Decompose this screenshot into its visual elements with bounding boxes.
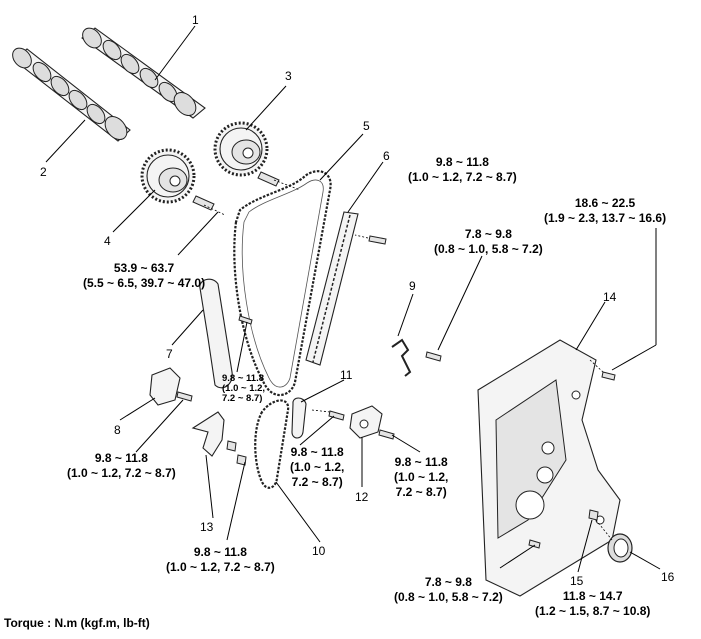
torque-value: 9.8 ~ 11.8 bbox=[435, 155, 489, 169]
torque-tensioner-arm-bolt: 9.8 ~ 11.8 (1.0 ~ 1.2, 7.2 ~ 8.7) bbox=[408, 155, 517, 185]
torque-sprocket-bolt: 53.9 ~ 63.7 (5.5 ~ 6.5, 39.7 ~ 47.0) bbox=[83, 261, 205, 291]
torque-value: 7.8 ~ 9.8 bbox=[464, 227, 512, 241]
torque-value: 7.8 ~ 9.8 bbox=[424, 575, 472, 589]
timing-chain bbox=[233, 170, 332, 397]
intake-camshaft bbox=[12, 47, 131, 142]
callout-9: 9 bbox=[409, 279, 416, 293]
torque-conversion: (1.0 ~ 1.2, 7.2 ~ 8.7) bbox=[408, 170, 517, 184]
torque-lower-guide-bolt: 9.8 ~ 11.8 (1.0 ~ 1.2, 7.2 ~ 8.7) bbox=[166, 545, 275, 575]
callout-1: 1 bbox=[192, 13, 199, 27]
exhaust-cvvt-sprocket bbox=[213, 121, 269, 177]
torque-conversion: (5.5 ~ 6.5, 39.7 ~ 47.0) bbox=[83, 276, 206, 290]
torque-cover-bolt-upper: 18.6 ~ 22.5 (1.9 ~ 2.3, 13.7 ~ 16.6) bbox=[544, 196, 666, 226]
intake-cvvt-sprocket bbox=[140, 148, 196, 204]
torque-guide-bolt: 9.8 ~ 11.8 (1.0 ~ 1.2, 7.2 ~ 8.7) bbox=[222, 374, 265, 404]
oil-pump-tensioner-arm bbox=[191, 411, 225, 457]
torque-conversion: (1.0 ~ 1.2, 7.2 ~ 8.7) bbox=[166, 560, 275, 574]
timing-chain-tensioner-arm bbox=[199, 278, 233, 389]
torque-arm-bolt: 9.8 ~ 11.8 (1.0 ~ 1.2, 7.2 ~ 8.7) bbox=[290, 445, 344, 490]
callout-14: 14 bbox=[603, 290, 617, 304]
torque-oil-tensioner-bolt: 9.8 ~ 11.8 (1.0 ~ 1.2, 7.2 ~ 8.7) bbox=[394, 455, 448, 500]
bracket bbox=[391, 338, 412, 377]
callout-8: 8 bbox=[114, 423, 121, 437]
torque-conversion: (1.9 ~ 2.3, 13.7 ~ 16.6) bbox=[544, 211, 667, 225]
torque-conversion: (0.8 ~ 1.0, 5.8 ~ 7.2) bbox=[394, 590, 503, 604]
torque-conversion: (0.8 ~ 1.0, 5.8 ~ 7.2) bbox=[434, 242, 543, 256]
leader-lines bbox=[45, 25, 661, 573]
callout-15: 15 bbox=[570, 574, 584, 588]
timing-chain-cover bbox=[477, 339, 621, 597]
callout-10: 10 bbox=[312, 544, 326, 558]
front-oil-seal bbox=[607, 533, 633, 563]
callout-4: 4 bbox=[104, 234, 111, 248]
torque-cover-bolt-lower: 7.8 ~ 9.8 (0.8 ~ 1.0, 5.8 ~ 7.2) bbox=[394, 575, 503, 605]
torque-conversion: 7.2 ~ 8.7) bbox=[291, 475, 343, 489]
torque-value: 9.8 ~ 11.8 bbox=[290, 445, 344, 459]
torque-conversion: (1.0 ~ 1.2, bbox=[290, 460, 345, 474]
torque-plug: 11.8 ~ 14.7 (1.2 ~ 1.5, 8.7 ~ 10.8) bbox=[535, 589, 650, 619]
torque-conversion: 7.2 ~ 8.7) bbox=[395, 485, 447, 499]
torque-value: 53.9 ~ 63.7 bbox=[113, 261, 175, 275]
oil-pump-chain-guide bbox=[291, 397, 307, 439]
oil-pump-chain bbox=[254, 399, 290, 489]
torque-value: 9.8 ~ 11.8 bbox=[394, 455, 448, 469]
callout-5: 5 bbox=[363, 119, 370, 133]
torque-bracket-bolt: 7.8 ~ 9.8 (0.8 ~ 1.0, 5.8 ~ 7.2) bbox=[434, 227, 543, 257]
torque-conversion: 7.2 ~ 8.7) bbox=[222, 393, 263, 404]
torque-conversion: (1.0 ~ 1.2, bbox=[222, 383, 266, 394]
callout-13: 13 bbox=[200, 520, 214, 534]
callout-7: 7 bbox=[166, 347, 173, 361]
torque-conversion: (1.0 ~ 1.2, 7.2 ~ 8.7) bbox=[67, 466, 176, 480]
torque-unit-note: Torque : N.m (kgf.m, lb-ft) bbox=[4, 616, 150, 630]
timing-chain-tensioner bbox=[149, 367, 181, 406]
callout-2: 2 bbox=[40, 165, 47, 179]
torque-conversion: (1.2 ~ 1.5, 8.7 ~ 10.8) bbox=[535, 604, 651, 618]
callout-3: 3 bbox=[285, 69, 292, 83]
torque-value: 18.6 ~ 22.5 bbox=[574, 196, 636, 210]
callout-12: 12 bbox=[355, 490, 369, 504]
alignment-dashes bbox=[203, 179, 613, 541]
torque-value: 9.8 ~ 11.8 bbox=[193, 545, 247, 559]
callout-6: 6 bbox=[383, 149, 390, 163]
torque-conversion: (1.0 ~ 1.2, bbox=[394, 470, 449, 484]
torque-value: 11.8 ~ 14.7 bbox=[562, 589, 623, 603]
callout-11: 11 bbox=[340, 368, 353, 382]
torque-tensioner-bolt: 9.8 ~ 11.8 (1.0 ~ 1.2, 7.2 ~ 8.7) bbox=[67, 451, 176, 481]
torque-value: 9.8 ~ 11.8 bbox=[94, 451, 148, 465]
torque-value: 9.8 ~ 11.8 bbox=[222, 373, 264, 384]
exhaust-camshaft bbox=[81, 27, 206, 119]
callout-16: 16 bbox=[661, 570, 675, 584]
